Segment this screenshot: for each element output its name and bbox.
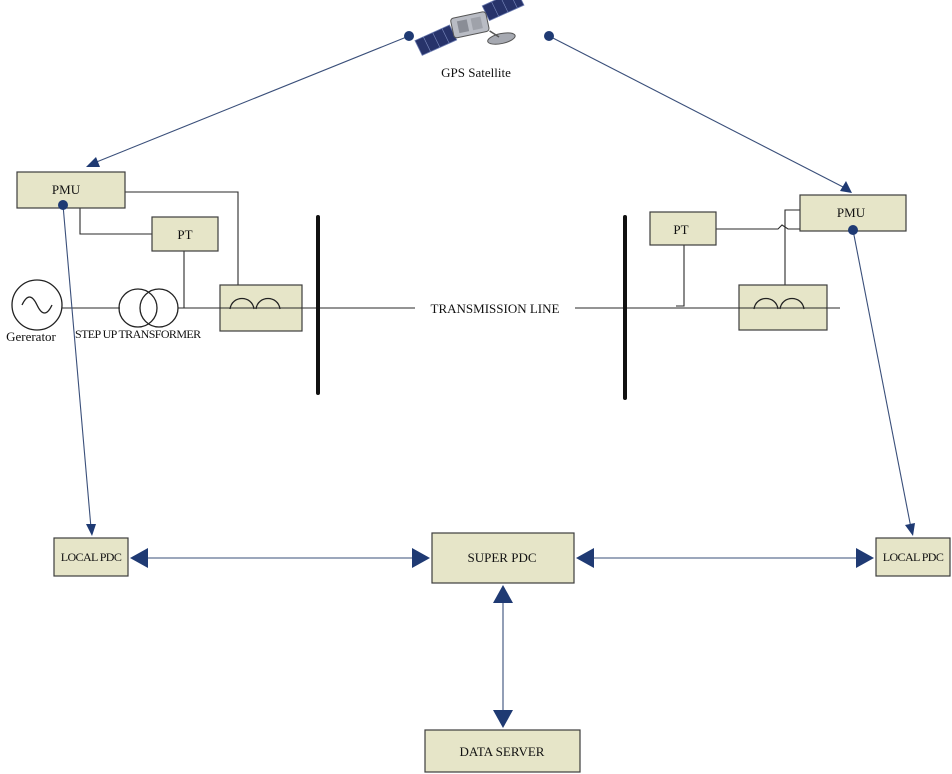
satellite-label: GPS Satellite	[441, 65, 511, 80]
pt-left	[151, 216, 219, 252]
data-server-label: DATA SERVER	[460, 744, 545, 759]
pmu-left-ct-wire	[125, 191, 239, 285]
gps-link-left-origin-dot	[404, 31, 414, 41]
pmu-right-link-arrowhead	[905, 523, 915, 536]
transmission-line-label: TRANSMISSION LINE	[431, 301, 560, 316]
local-pdc-left-label: LOCAL PDC	[61, 550, 122, 564]
super-pdc	[431, 532, 575, 584]
gps-link-right-arrowhead	[840, 181, 852, 193]
transformer-label: STEP UP TRANSFORMER	[75, 327, 201, 341]
pmu-right-ct-wire	[784, 209, 800, 285]
pmu-right-label: PMU	[837, 205, 866, 220]
super-data-server-arrow-up	[493, 585, 513, 603]
local-left-super-arrow-right	[412, 548, 430, 568]
pmu-left-pt-wire	[79, 208, 152, 235]
gps-link-left-arrowhead	[86, 157, 100, 167]
local-pdc-right	[875, 537, 951, 577]
pt-left-label: PT	[177, 227, 192, 242]
gps-link-right	[548, 35, 846, 189]
pt-right-label: PT	[673, 222, 688, 237]
pt-right-tap	[676, 245, 685, 307]
ac-generator-icon	[11, 279, 63, 331]
pmu-right-pt-wire	[716, 224, 800, 230]
transformer-icon	[118, 288, 179, 328]
local-left-super-arrow-left	[130, 548, 148, 568]
pmu-right-to-local-pdc-link	[852, 229, 912, 529]
pmu-left-link-arrowhead	[86, 524, 96, 536]
pmu-right-link-dot	[848, 225, 858, 235]
gps-link-left	[93, 35, 410, 164]
pmu-left-to-local-pdc-link	[62, 204, 92, 529]
super-local-right-arrow-right	[856, 548, 874, 568]
generator-label: Gererator	[6, 329, 56, 344]
pmu-left-label: PMU	[52, 182, 81, 197]
pmu-left-link-dot	[58, 200, 68, 210]
super-pdc-label: SUPER PDC	[468, 550, 537, 565]
pt-right	[649, 211, 717, 246]
local-pdc-right-label: LOCAL PDC	[883, 550, 944, 564]
ct-right-coil-icon	[739, 297, 827, 310]
gps-link-right-origin-dot	[544, 31, 554, 41]
satellite-icon	[414, 0, 525, 56]
data-server	[424, 729, 581, 773]
pmu-left	[16, 171, 126, 209]
ct-left-coil-icon	[220, 297, 302, 310]
super-data-server-arrow-down	[493, 710, 513, 728]
super-local-right-arrow-left	[576, 548, 594, 568]
local-pdc-left	[53, 537, 129, 577]
